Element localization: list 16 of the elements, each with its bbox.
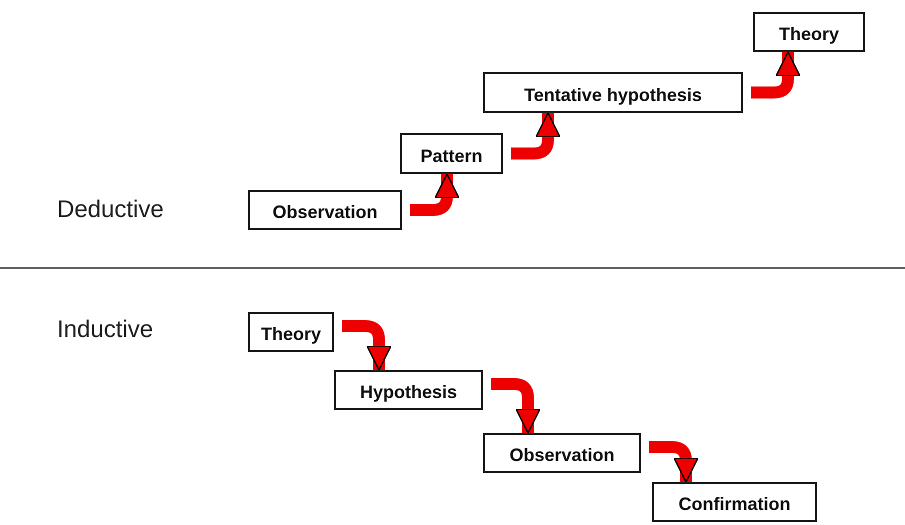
step-box: Theory [753,12,865,52]
step-box: Hypothesis [334,370,483,410]
curved-arrow [342,320,392,371]
step-box: Pattern [400,133,503,174]
step-box: Observation [483,433,641,473]
section-label: Deductive [57,195,164,225]
curved-arrow [410,173,460,216]
step-box: Confirmation [652,482,817,522]
curved-arrow [491,378,541,434]
curved-arrow [511,112,561,160]
step-box: Theory [248,312,334,352]
step-box: Observation [248,190,402,230]
curved-arrow [751,51,801,98]
section-label: Inductive [57,315,154,345]
curved-arrow [649,441,699,483]
step-box: Tentative hypothesis [483,72,743,113]
